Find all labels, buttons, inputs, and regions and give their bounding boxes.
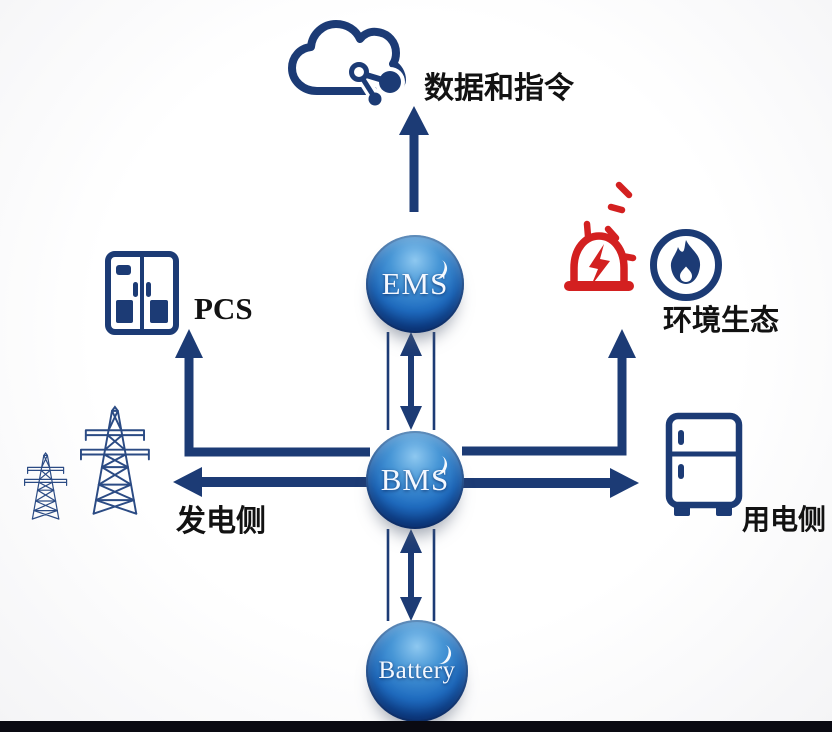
- cloud-data-label: 数据和指令: [424, 72, 574, 105]
- consumption-side-label: 用电侧: [742, 504, 827, 535]
- bms-to-environment-arrow: [462, 329, 636, 456]
- bms-battery-connector: [386, 529, 436, 621]
- pcs-cabinet-icon: [104, 250, 180, 336]
- bms-to-generation-arrow: [173, 467, 370, 497]
- environment-label: 环境生态: [663, 305, 780, 337]
- ems-label: EMS: [381, 266, 449, 301]
- bms-to-pcs-arrow: [175, 329, 370, 457]
- pcs-label: PCS: [194, 291, 253, 326]
- tower-small: [24, 452, 68, 520]
- ems-node: EMS: [366, 235, 464, 333]
- refrigerator-icon: [664, 412, 746, 520]
- bms-to-consumption-arrow: [462, 468, 639, 498]
- bms-label: BMS: [380, 462, 450, 497]
- alarm-siren-icon: [558, 178, 644, 310]
- bottom-bar: [0, 721, 832, 732]
- ems-to-cloud-arrow: [399, 106, 429, 212]
- fire-circle-icon: [646, 225, 726, 305]
- ems-bms-connector: [386, 332, 436, 430]
- generation-side-label: 发电侧: [176, 505, 266, 538]
- tower-large: [80, 406, 150, 515]
- bms-node: BMS: [366, 431, 464, 529]
- battery-label: Battery: [378, 657, 456, 684]
- transmission-towers-icon: [14, 405, 164, 527]
- battery-node: Battery: [366, 620, 468, 722]
- cloud-network-icon: [286, 18, 416, 114]
